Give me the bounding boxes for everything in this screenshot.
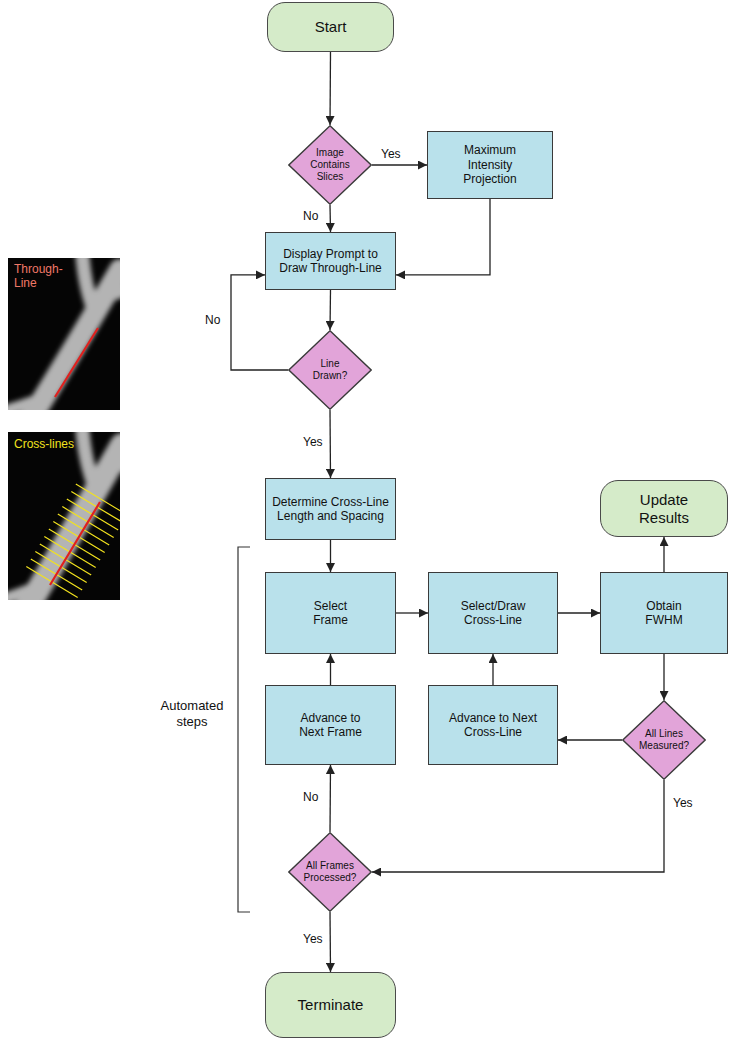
edge-label: No — [302, 209, 319, 223]
process-box: Advance to Next Cross-Line — [428, 685, 558, 765]
flow-arrow — [663, 537, 664, 572]
flow-arrow — [329, 410, 331, 478]
process-box: Obtain FWHM — [600, 572, 728, 654]
node-text-group: Terminate — [276, 996, 386, 1014]
diamond-shape — [289, 331, 371, 409]
edge-label: Yes — [302, 932, 324, 946]
edge-label: No — [204, 313, 221, 327]
flow-arrow — [329, 290, 331, 330]
edge-label: No — [302, 790, 319, 804]
diamond-shape — [623, 701, 705, 779]
node-text-group: Advance to Next Cross-Line — [443, 711, 543, 740]
edge-label: Yes — [302, 435, 324, 449]
node-label: Select Frame — [305, 599, 357, 628]
node-label: Determine Cross-Line Length and Spacing — [272, 495, 390, 524]
node-label: Select/Draw Cross-Line — [452, 599, 534, 628]
terminal-box: Start — [267, 2, 394, 52]
image-label: Cross-lines — [14, 437, 98, 451]
diamond-shape — [289, 833, 371, 911]
node-label: Advance to Next Cross-Line — [443, 711, 543, 740]
flow-arrow — [558, 739, 622, 740]
flow-arrow — [330, 540, 331, 572]
edge-label: Yes — [672, 796, 694, 810]
flow-arrow — [372, 164, 427, 165]
node-label: Display Prompt to Draw Through-Line — [272, 247, 390, 276]
flow-arrow — [372, 780, 664, 872]
flow-arrow — [558, 612, 600, 613]
process-box: Advance to Next Frame — [265, 685, 396, 765]
terminal-box: Update Results — [600, 480, 728, 537]
node-label: Update Results — [628, 491, 700, 527]
node-text-group: Maximum Intensity Projection — [454, 143, 526, 186]
flow-arrow — [492, 654, 493, 685]
flow-arrow — [330, 654, 331, 685]
flow-arrow — [329, 52, 331, 125]
node-label: Advance to Next Frame — [292, 711, 370, 740]
vessel-image-cross-lines — [0, 424, 130, 612]
node-text-group: Select Frame — [305, 599, 357, 628]
flow-arrow — [329, 205, 331, 232]
node-text-group: Select/Draw Cross-Line — [452, 599, 534, 628]
node-text-group: Advance to Next Frame — [292, 711, 370, 740]
decision-diamond: Line Drawn? — [288, 330, 372, 410]
image-label: Through-Line — [14, 262, 78, 291]
node-label: All Frames Processed? — [303, 860, 357, 884]
node-text-group: Determine Cross-Line Length and Spacing — [272, 495, 390, 524]
decision-diamond: Image Contains Slices — [288, 125, 372, 205]
node-text-group: Start — [276, 18, 386, 36]
edge-label: Yes — [380, 147, 402, 161]
node-label: Image Contains Slices — [303, 147, 357, 183]
node-label: Line Drawn? — [303, 358, 357, 382]
diamond-shape — [289, 126, 371, 204]
node-text-group: Obtain FWHM — [638, 599, 690, 628]
terminal-box: Terminate — [265, 972, 396, 1038]
decision-diamond: All Frames Processed? — [288, 832, 372, 912]
vessel-image-through-line — [0, 250, 130, 420]
process-box: Display Prompt to Draw Through-Line — [265, 232, 396, 290]
node-text-group: Line Drawn? — [303, 358, 357, 382]
node-label: Terminate — [276, 996, 386, 1014]
node-text-group: All Frames Processed? — [303, 860, 357, 884]
node-text-group: Image Contains Slices — [303, 147, 357, 183]
flow-arrow — [663, 654, 664, 700]
node-text-group: Update Results — [628, 491, 700, 527]
process-box: Maximum Intensity Projection — [427, 131, 553, 199]
automated-bracket — [238, 547, 250, 912]
flow-arrow — [396, 612, 428, 613]
decision-diamond: All Lines Measured? — [622, 700, 706, 780]
bracket-label: Automated steps — [156, 698, 228, 729]
node-text-group: All Lines Measured? — [637, 728, 691, 752]
node-label: Obtain FWHM — [638, 599, 690, 628]
flow-arrow — [329, 912, 331, 972]
node-text-group: Display Prompt to Draw Through-Line — [272, 247, 390, 276]
node-label: Maximum Intensity Projection — [454, 143, 526, 186]
node-label: Start — [276, 18, 386, 36]
flow-arrow — [329, 765, 331, 832]
process-box: Determine Cross-Line Length and Spacing — [265, 478, 396, 540]
process-box: Select/Draw Cross-Line — [428, 572, 558, 654]
flow-arrow — [396, 199, 490, 275]
node-label: All Lines Measured? — [637, 728, 691, 752]
process-box: Select Frame — [265, 572, 396, 654]
